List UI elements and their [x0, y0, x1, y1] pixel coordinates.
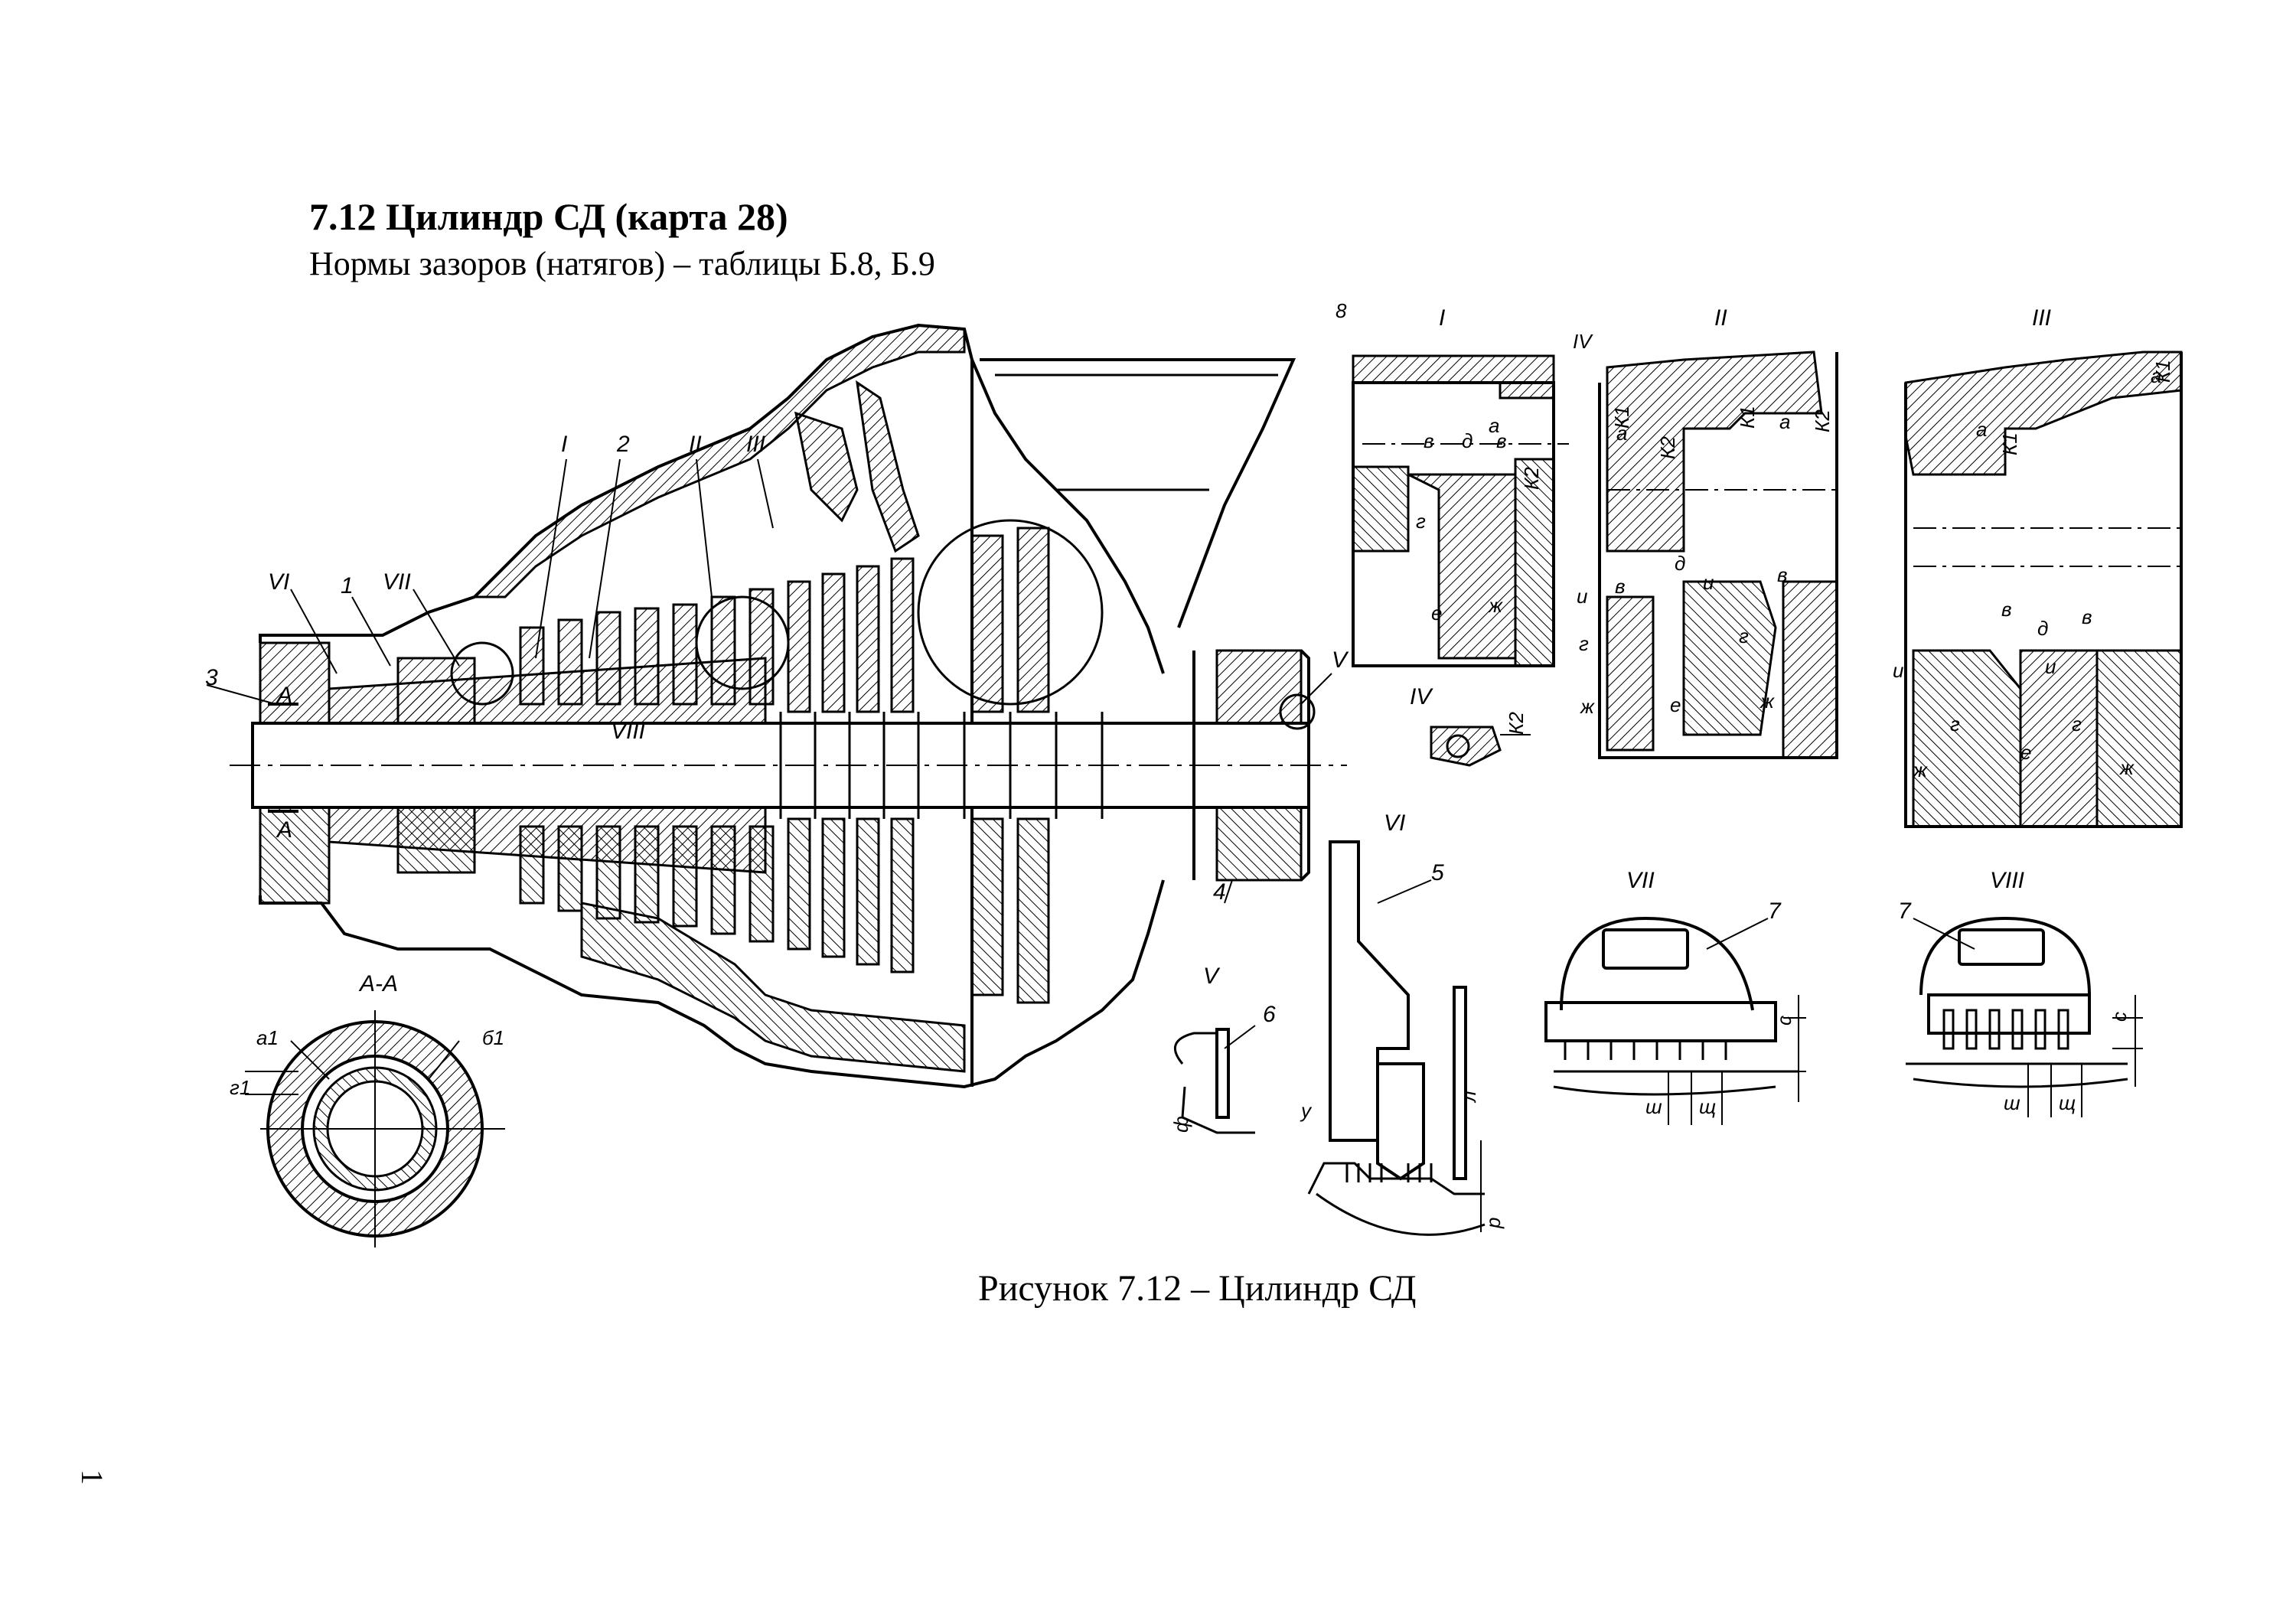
label-ii-a1: а	[1616, 422, 1627, 445]
label-part-4: 4	[1213, 879, 1226, 905]
label-iii-k1a: К1	[2151, 360, 2174, 383]
label-iii-i2: и	[2045, 655, 2056, 678]
label-i-a: а	[1489, 414, 1499, 437]
label-part-3: 3	[205, 665, 218, 690]
label-cut-a-top: А	[276, 683, 292, 708]
label-cut-a-bottom: А	[276, 817, 292, 843]
label-iii-a1: а	[2151, 364, 2161, 387]
label-inset-VI: VI	[1384, 810, 1405, 836]
label-sh2: ш	[2004, 1091, 2020, 1114]
label-section-a-a: А-А	[358, 971, 398, 996]
label-l: л	[1457, 1091, 1480, 1104]
label-i-v1: в	[1424, 429, 1434, 452]
label-iii-a2: а	[1976, 418, 1987, 441]
label-detail-II: II	[689, 432, 702, 457]
label-ii-k2b: К2	[1811, 409, 1834, 432]
label-iii-v1: в	[2001, 598, 2012, 621]
section-a-a-view: А-А а1 б1 г1	[230, 971, 505, 1247]
label-6: 6	[1263, 1002, 1276, 1027]
label-ii-zh1: ж	[1580, 695, 1595, 718]
label-inset-VII: VII	[1626, 868, 1655, 893]
label-ii-k2a: К2	[1656, 436, 1679, 459]
label-iii-i1: и	[1893, 659, 1903, 682]
label-inset-V: V	[1203, 964, 1221, 989]
label-i-zh: ж	[1488, 594, 1503, 617]
label-f: ф	[1169, 1116, 1192, 1133]
label-ii-v1: в	[1615, 575, 1626, 598]
label-i-e: е	[1431, 602, 1442, 624]
label-8: 8	[1336, 299, 1347, 322]
label-ii-v2: в	[1777, 563, 1788, 586]
label-iv-k2: К2	[1505, 712, 1528, 735]
label-5: 5	[1431, 860, 1444, 885]
label-sch2: щ	[2059, 1091, 2076, 1114]
detail-V-view: V 6 ф	[1169, 964, 1276, 1134]
detail-IV-view: IV К2	[1410, 684, 1531, 767]
label-ii-g2: г	[1739, 624, 1749, 647]
detail-VI-view: VI 5 у л р	[1300, 810, 1505, 1236]
label-iii-g1: г	[1950, 713, 1960, 735]
label-ii-zh2: ж	[1760, 690, 1775, 713]
label-iii-d: д	[2037, 617, 2048, 640]
label-b1: б1	[482, 1026, 504, 1049]
detail-III-view: III а К1 а К1 в д в и и г г ж е ж	[1893, 305, 2183, 828]
page-number: 1	[75, 1469, 109, 1485]
label-inset-VIII: VIII	[1990, 868, 2024, 893]
main-section-view	[206, 323, 1347, 1089]
label-inset-I: I	[1439, 305, 1445, 331]
detail-VIII-view: VIII 7 с ш щ	[1898, 868, 2143, 1117]
detail-I-view: 8 I IV а в д в г е ж К2	[1336, 299, 1593, 667]
label-iii-v2: в	[2082, 605, 2092, 628]
label-a1: а1	[256, 1026, 279, 1049]
label-i-v2: в	[1496, 429, 1507, 452]
label-g1: г1	[230, 1076, 250, 1099]
label-iii-zh1: ж	[1913, 758, 1928, 781]
label-detail-V: V	[1332, 647, 1349, 673]
label-part-2: 2	[616, 432, 630, 457]
label-iii-e: е	[2020, 741, 2031, 764]
label-c2: с	[2108, 1012, 2131, 1022]
label-r: р	[1482, 1218, 1505, 1229]
label-c1: с	[1773, 1016, 1795, 1026]
label-7a: 7	[1768, 898, 1782, 924]
label-ii-k1b: К1	[1736, 406, 1759, 429]
label-ii-k1a: К1	[1610, 406, 1633, 429]
label-detail-I: I	[561, 432, 567, 457]
label-ii-g1: г	[1579, 632, 1589, 655]
label-sh1: ш	[1645, 1095, 1662, 1118]
label-iii-k1b: К1	[1998, 432, 2021, 455]
label-inset-II: II	[1714, 305, 1727, 331]
label-detail-VII: VII	[383, 569, 411, 595]
figure-caption: Рисунок 7.12 – Цилиндр СД	[978, 1268, 1417, 1309]
label-inset-III: III	[2032, 305, 2051, 331]
label-ii-i1: и	[1577, 585, 1587, 608]
label-detail-III: III	[746, 432, 765, 457]
label-detail-VIII: VIII	[611, 719, 645, 744]
label-i-k2: К2	[1520, 467, 1543, 490]
label-iii-g2: г	[2072, 713, 2082, 735]
label-ii-i2: и	[1703, 571, 1714, 594]
label-part-1: 1	[341, 573, 354, 598]
detail-VII-view: VII 7 с ш щ	[1544, 868, 1806, 1125]
clearance-norms-reference: Нормы зазоров (натягов) – таблицы Б.8, Б…	[309, 245, 935, 282]
label-ii-a2: а	[1779, 410, 1790, 433]
label-ii-d: д	[1675, 552, 1685, 575]
label-sch1: щ	[1699, 1095, 1716, 1118]
main-view-labels: I 2 II III VI 1 VII 3 VIII V 4 А А	[205, 432, 1349, 905]
label-ii-e: е	[1670, 693, 1681, 716]
section-heading: 7.12 Цилиндр СД (карта 28)	[309, 195, 788, 238]
label-inset-IV: IV	[1410, 684, 1433, 709]
label-i-g: г	[1416, 510, 1426, 533]
label-i-d: д	[1462, 429, 1473, 452]
detail-II-view: II а К1 К2 К1 а К2 в и д и в г г ж е ж	[1577, 305, 1838, 759]
label-7b: 7	[1898, 898, 1912, 924]
label-iii-zh2: ж	[2119, 756, 2135, 779]
label-detail-VI: VI	[268, 569, 289, 595]
label-u: у	[1300, 1099, 1313, 1122]
label-inset-IV-ref: IV	[1573, 330, 1593, 353]
